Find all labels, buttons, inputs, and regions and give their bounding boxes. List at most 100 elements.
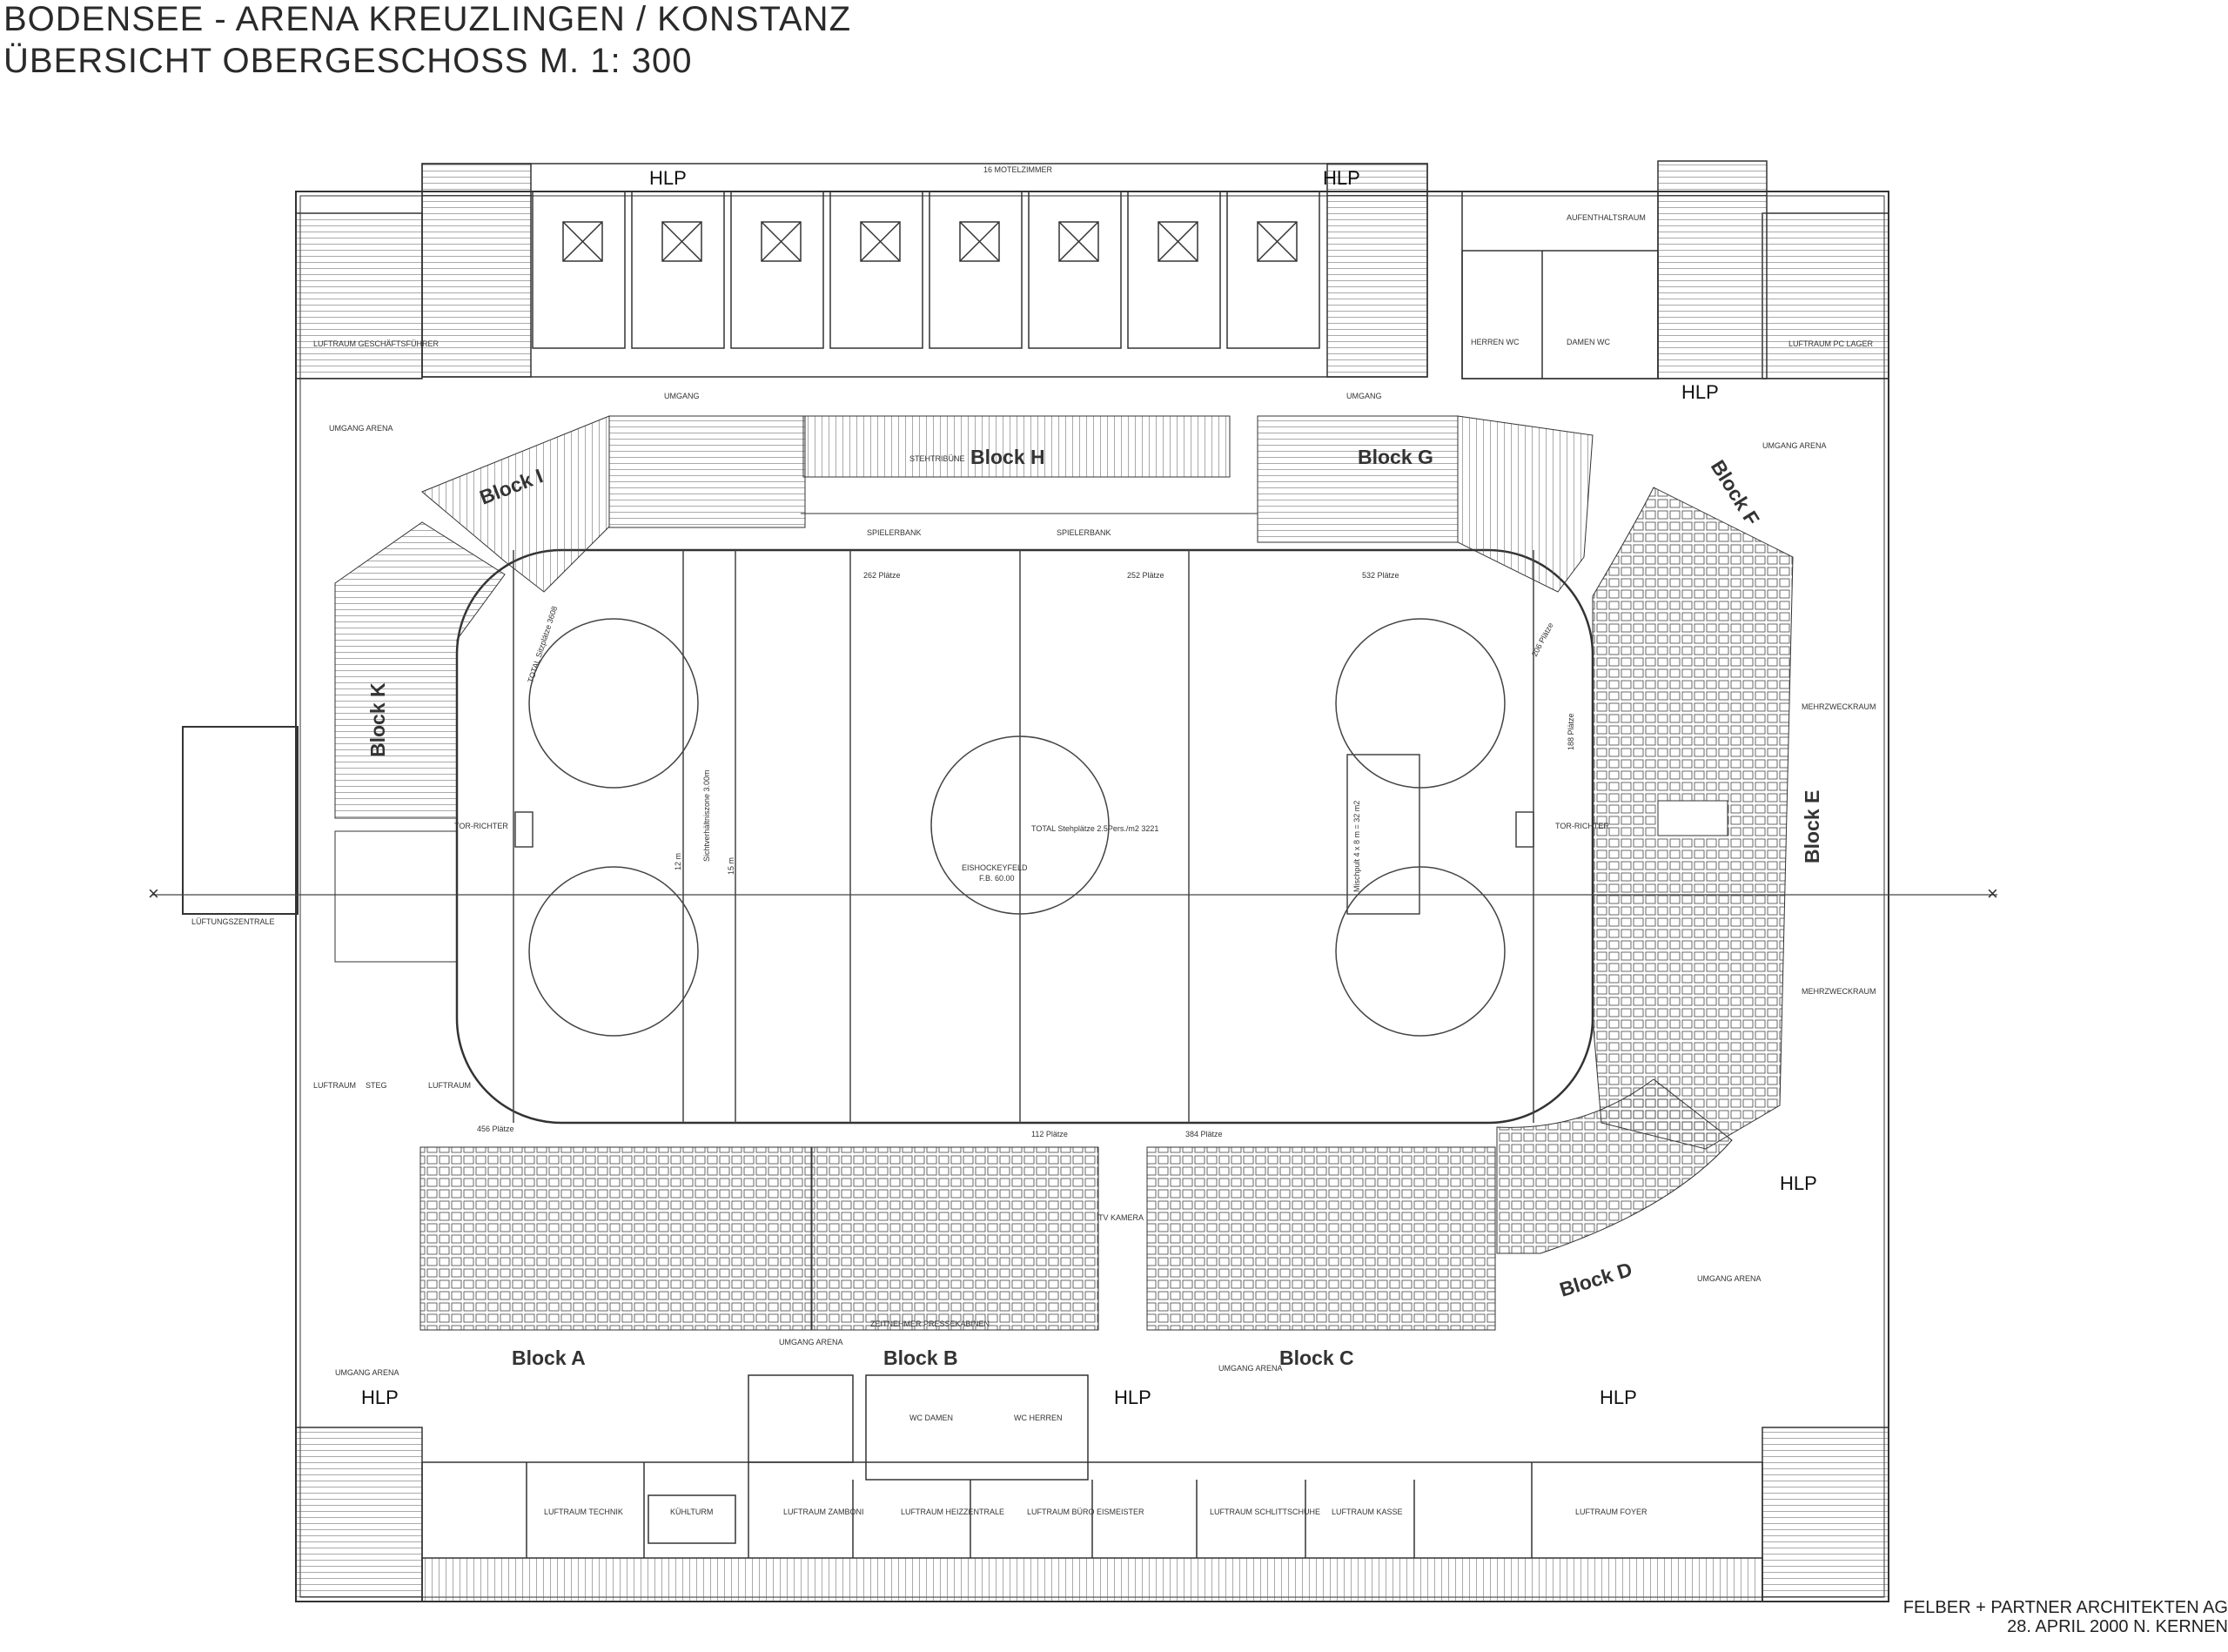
motel-bed-cross [661, 221, 702, 262]
room-labels: LUFTRAUM GESCHÄFTSFÜHRER UMGANG ARENA UM… [191, 165, 1876, 1516]
stand-block-c [1146, 1146, 1496, 1331]
room-zeitnehmer: ZEITNEHMER PRESSEKABINEN [870, 1320, 990, 1328]
rink-width-12: 12 m [674, 853, 682, 870]
motel-room [631, 191, 725, 349]
seat-labels: 262 Plätze 252 Plätze 532 Plätze 206 Plä… [477, 571, 1575, 1138]
room-spielerbank-right: SPIELERBANK [1057, 528, 1111, 537]
motel-bed [860, 221, 901, 262]
motel-bed [661, 221, 702, 262]
room-luftraum-technik: LUFTRAUM TECHNIK [544, 1508, 623, 1516]
motel-bed-cross [562, 221, 603, 262]
motel-bed [1058, 221, 1099, 262]
svg-text:×: × [1987, 883, 1998, 904]
ice-rink [455, 548, 1594, 1125]
seats-total: TOTAL Sitzplätze 3608 [526, 605, 559, 683]
room-luftraum-schult: LUFTRAUM SCHLITTSCHUHE [1210, 1508, 1320, 1516]
hlp-signs: HLP HLP HLP HLP HLP HLP HLP [361, 167, 1817, 1408]
motel-room [1028, 191, 1122, 349]
seats-e: 188 Plätze [1567, 713, 1575, 750]
motel-bed-cross [860, 221, 901, 262]
room-luftraum-buero: LUFTRAUM BÜRO EISMEISTER [1027, 1508, 1144, 1516]
seats-a: 456 Plätze [477, 1125, 514, 1133]
room-kueltturm: KÜHLTURM [670, 1508, 713, 1516]
label-block-c: Block C [1279, 1346, 1354, 1369]
room-umgang-top-left: UMGANG [664, 392, 700, 400]
label-block-b: Block B [883, 1346, 958, 1369]
drawing-title: BODENSEE - ARENA KREUZLINGEN / KONSTANZ [3, 0, 851, 38]
motel-room [829, 191, 923, 349]
seats-b: 112 Plätze [1031, 1130, 1068, 1138]
room-torrichter-right: TOR-RICHTER [1555, 822, 1609, 830]
label-block-e: Block E [1801, 790, 1823, 863]
room-luftraum-left-2: LUFTRAUM [428, 1081, 471, 1090]
label-block-h: Block H [970, 446, 1045, 468]
room-luftraum-heiz: LUFTRAUM HEIZZENTRALE [901, 1508, 1004, 1516]
room-mehrzweck-1: MEHRZWECKRAUM [1802, 702, 1876, 711]
hlp-sign-right-lower: HLP [1780, 1172, 1817, 1194]
rink-width-15: 15 m [727, 857, 735, 875]
upper-right-service [1461, 191, 1659, 379]
motel-bed-cross [761, 221, 802, 262]
room-damen-wc: DAMEN WC [1567, 338, 1610, 346]
room-umgang-arena-bottom: UMGANG ARENA [779, 1338, 843, 1346]
rink-total-standing: TOTAL Stehplätze 2.5Pers./m2 3221 [1031, 824, 1158, 833]
drawing-subtitle: ÜBERSICHT OBERGESCHOSS M. 1: 300 [3, 42, 693, 80]
rink-labels: TOTAL Stehplätze 2.5Pers./m2 3221 EISHOC… [674, 769, 1361, 892]
seats-c: 384 Plätze [1185, 1130, 1223, 1138]
rink-zone: Sichtverhältniszone 3.00m [702, 769, 711, 862]
stand-block-g [1457, 415, 1594, 593]
room-luftraum-foyer: LUFTRAUM FOYER [1575, 1508, 1648, 1516]
room-luftraum-kasse: LUFTRAUM KASSE [1332, 1508, 1403, 1516]
hlp-sign-bottom-left: HLP [361, 1387, 399, 1408]
motel-room [730, 191, 824, 349]
room-umgang-arena-right: UMGANG ARENA [1762, 441, 1827, 450]
room-stehtribuene: STEHTRIBÜNE [909, 454, 965, 463]
stand-block-h [608, 415, 1459, 543]
motel-bed [1257, 221, 1298, 262]
stand-block-d [1496, 1078, 1733, 1254]
seats-h-left: 262 Plätze [863, 571, 901, 580]
room-lueftungszentrale: LÜFTUNGSZENTRALE [191, 917, 275, 926]
motel-room [929, 191, 1023, 349]
motel-room [1127, 191, 1221, 349]
hlp-sign-right-upper: HLP [1681, 381, 1719, 403]
label-block-k: Block K [366, 682, 389, 757]
bottom-rooms [295, 1374, 1889, 1602]
drawing-header: BODENSEE - ARENA KREUZLINGEN / KONSTANZ … [3, 2, 851, 78]
room-umgang-arena-bc: UMGANG ARENA [1218, 1364, 1283, 1373]
room-umgang-top-right: UMGANG [1346, 392, 1382, 400]
room-luftraum-zamboni: LUFTRAUM ZAMBONI [783, 1508, 864, 1516]
motel-bed-cross [1257, 221, 1298, 262]
room-umgang-arena-br: UMGANG ARENA [1697, 1274, 1762, 1283]
motel-room [532, 191, 626, 349]
stand-block-a [419, 1146, 813, 1331]
svg-text:×: × [148, 883, 159, 904]
room-steg: STEG [366, 1081, 387, 1090]
room-mehrzweck-2: MEHRZWECKRAUM [1802, 987, 1876, 996]
rink-media: Mischpult 4 x 8 m = 32 m2 [1352, 801, 1361, 892]
hlp-sign-top-right: HLP [1323, 167, 1360, 189]
label-block-a: Block A [512, 1346, 586, 1369]
room-umgang-arena-left: UMGANG ARENA [329, 424, 393, 433]
room-motel: 16 MOTELZIMMER [983, 165, 1053, 174]
room-herren-wc: HERREN WC [1471, 338, 1520, 346]
architect-firm: FELBER + PARTNER ARCHITEKTEN AG [1903, 1598, 2228, 1617]
rink-field: EISHOCKEYFELD [962, 863, 1028, 872]
hlp-sign-bottom-center: HLP [1114, 1387, 1151, 1408]
room-luftraum-pc: LUFTRAUM PC LAGER [1788, 339, 1874, 348]
motel-room [1226, 191, 1320, 349]
stand-block-e-f [1592, 487, 1794, 1150]
label-block-g: Block G [1358, 446, 1433, 468]
label-block-d: Block D [1557, 1258, 1635, 1301]
architect-credit: FELBER + PARTNER ARCHITEKTEN AG 28. APRI… [1903, 1598, 2228, 1637]
motel-bed [761, 221, 802, 262]
motel-wing [295, 160, 1889, 379]
motel-bed-cross [1058, 221, 1099, 262]
room-umgang-arena-bl: UMGANG ARENA [335, 1368, 399, 1377]
room-wc-herren: WC HERREN [1014, 1414, 1063, 1422]
motel-bed-cross [959, 221, 1000, 262]
hlp-sign-bottom-right: HLP [1600, 1387, 1637, 1408]
stand-block-k [334, 521, 506, 963]
room-wc-damen: WC DAMEN [909, 1414, 953, 1422]
